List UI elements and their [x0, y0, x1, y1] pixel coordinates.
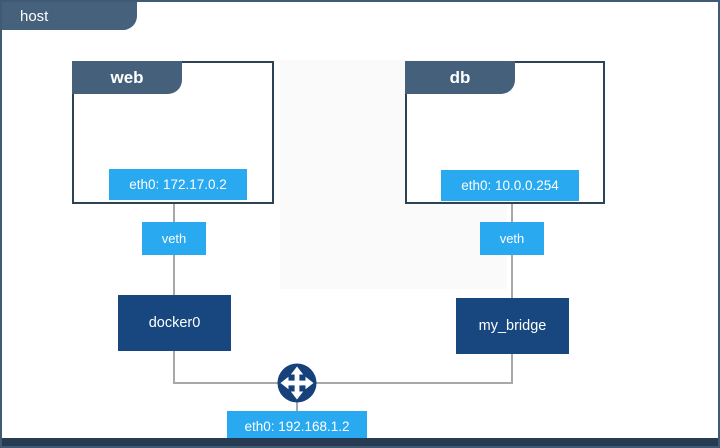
- db-eth-label: eth0: 10.0.0.254: [441, 170, 579, 201]
- bridge-my-bridge-label: my_bridge: [478, 318, 547, 334]
- bridge-docker0: docker0: [118, 295, 231, 351]
- web-eth-text: eth0: 172.17.0.2: [129, 177, 227, 192]
- connector-web-to-bus: [173, 204, 175, 383]
- bridge-my-bridge: my_bridge: [456, 298, 569, 354]
- host-eth-label: eth0: 192.168.1.2: [227, 411, 367, 441]
- host-label: host: [20, 7, 49, 25]
- connector-bus-line: [173, 382, 513, 384]
- veth-label-left: veth: [142, 222, 206, 255]
- veth-left-text: veth: [161, 231, 187, 246]
- container-db-tab: db: [405, 61, 515, 94]
- router-icon: [277, 363, 317, 403]
- container-node-db: db eth0: 10.0.0.254: [405, 61, 605, 204]
- veth-label-right: veth: [480, 222, 544, 255]
- web-eth-label: eth0: 172.17.0.2: [109, 169, 247, 200]
- host-eth-text: eth0: 192.168.1.2: [244, 418, 350, 434]
- connector-db-to-bus: [511, 204, 513, 383]
- host-label-tab: host: [2, 2, 137, 30]
- db-eth-text: eth0: 10.0.0.254: [461, 178, 559, 193]
- container-db-name: db: [449, 67, 471, 87]
- container-node-web: web eth0: 172.17.0.2: [72, 61, 274, 204]
- container-web-tab: web: [72, 61, 182, 94]
- connector-router-to-eth: [296, 400, 298, 412]
- container-web-name: web: [110, 67, 144, 87]
- bridge-docker0-label: docker0: [148, 315, 201, 331]
- host-bottom-edge: [2, 438, 718, 446]
- veth-right-text: veth: [499, 231, 525, 246]
